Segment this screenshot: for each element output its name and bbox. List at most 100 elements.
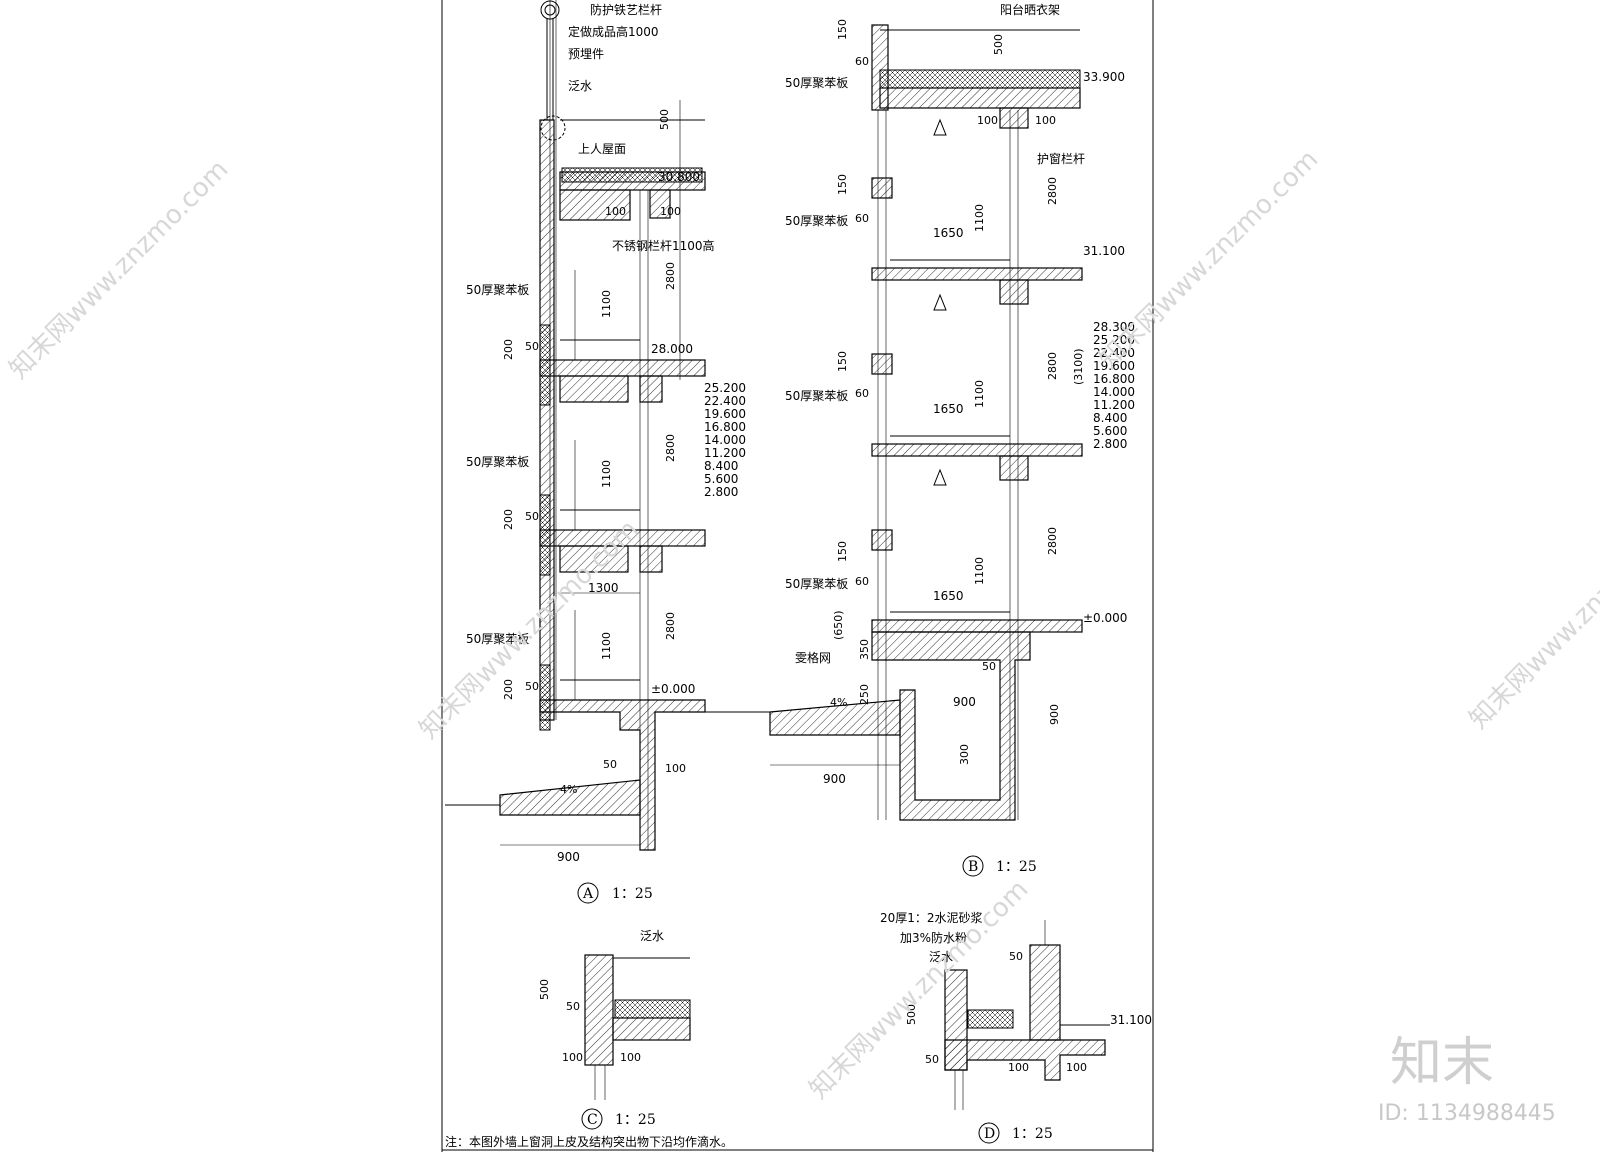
b-elev-floor: 31.100: [1083, 244, 1125, 258]
b-elev-list: 28.300 25.200 22.400 19.600 16.800 14.00…: [1093, 320, 1135, 451]
a-label-roof: 上人屋面: [578, 142, 626, 156]
d-label-mortar: 20厚1：2水泥砂浆: [880, 910, 983, 925]
a-elev-list-item: 11.200: [704, 446, 746, 460]
d-dim-500: 500: [905, 1004, 918, 1025]
b-dim-900-right: 900: [1048, 704, 1061, 725]
b-dim-2800-3: 2800: [1046, 527, 1059, 555]
a-dim-900: 900: [557, 850, 580, 864]
c-detail-marker: [581, 1108, 603, 1130]
a-elev-list-item: 2.800: [704, 485, 738, 499]
detail-d: [944, 920, 1110, 1110]
b-dim-100-right: 100: [1035, 114, 1056, 127]
a-dim-2800-2: 2800: [664, 434, 677, 462]
b-foundation: [871, 631, 1031, 821]
b-dim-900-inner: 900: [953, 695, 976, 709]
a-detail-scale: 1：25: [612, 886, 653, 902]
b-detail-scale: 1：25: [996, 859, 1037, 875]
c-dim-100-left: 100: [562, 1051, 583, 1064]
b-elev-list-item: 25.200: [1093, 333, 1135, 347]
b-label-clothes-rack: 阳台晒衣架: [1000, 2, 1060, 17]
b-dim-60-4: 60: [855, 575, 869, 588]
b-elev-list-item: 22.400: [1093, 346, 1135, 360]
b-dim-350: 350: [858, 639, 871, 660]
a-dim-1300: 1300: [588, 581, 619, 595]
a-dim-100-left: 100: [605, 205, 626, 218]
b-elev-list-item: 8.400: [1093, 411, 1127, 425]
b-dim-1100-2: 1100: [973, 380, 986, 408]
a-elev-list-item: 22.400: [704, 394, 746, 408]
c-detail-id: C: [587, 1112, 598, 1128]
a-elev-list-item: 16.800: [704, 420, 746, 434]
a-label-flashing: 泛水: [568, 79, 592, 93]
b-dim-150-1: 150: [836, 19, 849, 40]
b-elev-top: 33.900: [1083, 70, 1125, 84]
a-dim-1100-3: 1100: [600, 632, 613, 660]
a-dim-200-1: 200: [502, 339, 515, 360]
d-detail-scale: 1：25: [1012, 1126, 1053, 1142]
a-elev-list: 25.200 22.400 19.600 16.800 14.000 11.20…: [704, 381, 746, 499]
b-elev-ground: ±0.000: [1083, 611, 1127, 625]
b-label-grille: 雯格网: [795, 650, 831, 665]
b-dim-60-3: 60: [855, 387, 869, 400]
a-railing-top-icon: [540, 0, 560, 20]
b-dim-2800-1: 2800: [1046, 177, 1059, 205]
detail-a: [445, 0, 760, 851]
a-dim-200-2: 200: [502, 509, 515, 530]
watermark-text: 知末网www.znzmo.com: [804, 874, 1035, 1105]
a-label-poly-3: 50厚聚苯板: [466, 632, 529, 646]
d-elev: 31.100: [1110, 1013, 1152, 1027]
b-dim-300: 300: [958, 744, 971, 765]
watermark-logo: 知末: [1390, 1033, 1494, 1093]
a-dim-500: 500: [658, 109, 671, 130]
a-detail-id: A: [582, 886, 594, 902]
b-dim-1650-3: 1650: [933, 589, 964, 603]
a-dim-100-bottom: 100: [665, 762, 686, 775]
a-label-stainless: 不锈钢栏杆1100高: [612, 238, 715, 253]
c-label-flashing: 泛水: [640, 929, 664, 943]
d-detail-marker: [978, 1122, 1000, 1144]
a-label-embedded: 预埋件: [568, 47, 604, 61]
d-dim-100-right: 100: [1066, 1061, 1087, 1074]
b-dim-650: (650): [832, 610, 845, 640]
a-dim-50-2: 50: [525, 510, 539, 523]
b-label-poly-4: 50厚聚苯板: [785, 577, 848, 591]
b-elev-list-item: 5.600: [1093, 424, 1127, 438]
b-label-poly-2: 50厚聚苯板: [785, 214, 848, 228]
b-dim-150-3: 150: [836, 351, 849, 372]
b-dim-1650-2: 1650: [933, 402, 964, 416]
a-elev-floor: 28.000: [651, 342, 693, 356]
a-elev-ground: ±0.000: [651, 682, 695, 696]
watermark-text: 知末网www.znzmo.com: [4, 154, 235, 385]
a-dim-50-1: 50: [525, 340, 539, 353]
a-label-railing-height: 定做成品高1000: [568, 24, 659, 39]
b-detail-marker: [962, 855, 984, 877]
a-label-railing-iron: 防护铁艺栏杆: [590, 2, 662, 17]
a-elev-list-item: 19.600: [704, 407, 746, 421]
b-dim-3100: (3100): [1072, 348, 1085, 385]
b-dim-60-1: 60: [855, 55, 869, 68]
a-dim-50-4: 50: [603, 758, 617, 771]
a-elev-list-item: 14.000: [704, 433, 746, 447]
b-dim-60-2: 60: [855, 212, 869, 225]
a-dim-1100-1: 1100: [600, 290, 613, 318]
a-elev-list-item: 8.400: [704, 459, 738, 473]
a-elev-list-item: 5.600: [704, 472, 738, 486]
a-dim-2800-1: 2800: [664, 262, 677, 290]
b-dim-150-2: 150: [836, 174, 849, 195]
b-elev-list-item: 11.200: [1093, 398, 1135, 412]
b-elev-list-item: 28.300: [1093, 320, 1135, 334]
a-dim-50-3: 50: [525, 680, 539, 693]
a-label-poly-2: 50厚聚苯板: [466, 455, 529, 469]
watermark-text: 知末网www.znzmo.com: [1094, 144, 1325, 375]
b-elev-list-item: 2.800: [1093, 437, 1127, 451]
b-dim-150-4: 150: [836, 541, 849, 562]
b-label-poly-3: 50厚聚苯板: [785, 389, 848, 403]
c-dim-50: 50: [566, 1000, 580, 1013]
d-dim-50-bottom: 50: [925, 1053, 939, 1066]
a-elev-top: 30.800: [658, 170, 700, 184]
b-elev-list-item: 16.800: [1093, 372, 1135, 386]
b-dim-100-left: 100: [977, 114, 998, 127]
sheet-note: 注：本图外墙上窗洞上皮及结构突出物下沿均作滴水。: [445, 1134, 733, 1149]
c-detail-scale: 1：25: [615, 1112, 656, 1128]
